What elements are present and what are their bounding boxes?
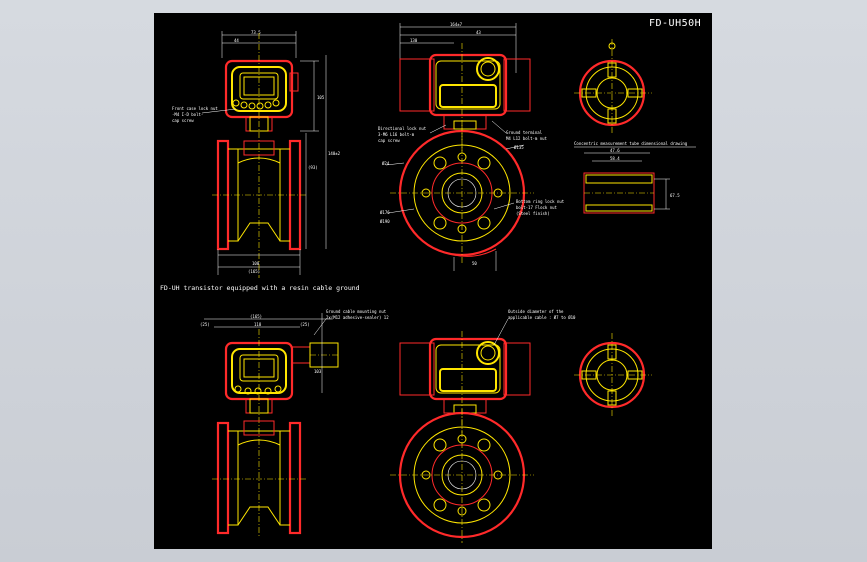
- annotation-text: applicable cable : Ø7 to Ø10: [508, 315, 576, 320]
- dim-label: 67.5: [670, 193, 680, 198]
- annotation-text: Outside diameter of the: [508, 309, 564, 314]
- dim-label: 103: [314, 369, 322, 374]
- annotation-text: cap screw: [172, 118, 194, 123]
- dim-label: 105: [317, 95, 325, 100]
- annotation-text: M4 L12 bolt-m nut: [506, 136, 548, 141]
- cad-drawing-canvas[interactable]: FD-UH50H 73.5 44: [154, 13, 712, 549]
- dim-label: (165): [250, 314, 262, 319]
- dim-label: 140±2: [328, 151, 341, 156]
- annotation-text: cap screw: [378, 138, 400, 143]
- dim-label: 118: [254, 322, 262, 327]
- dim-label: Ø190: [380, 219, 390, 224]
- bottom-right-ring: [574, 333, 652, 417]
- dim-label: 47.6: [610, 148, 620, 153]
- dim-label: 100: [252, 261, 260, 266]
- annotation-text: 2x(M12 adhesive-sealer) 12: [326, 315, 389, 320]
- annotation-text: -M4 I-D bolt-: [172, 112, 203, 117]
- annotation-text: (Steel finish): [516, 211, 550, 216]
- section-note: FD-UH transistor equipped with a resin c…: [160, 284, 360, 292]
- annotation-text: Directional lock nut: [378, 126, 427, 131]
- annotation-text: Front case lock nut: [172, 106, 218, 111]
- dim-label: (93): [308, 165, 318, 170]
- dim-label: (25): [200, 322, 210, 327]
- dim-label: 73.5: [251, 30, 261, 35]
- drawing-title: FD-UH50H: [649, 18, 701, 29]
- annotation-text: bolt-17 Flock nut: [516, 205, 558, 210]
- dim-label: 58.4: [610, 156, 620, 161]
- dim-label: Ø176: [380, 210, 390, 215]
- dim-label: Ø24: [382, 161, 390, 166]
- dim-label: (25): [300, 322, 310, 327]
- dim-label: (165): [248, 269, 260, 274]
- dim-label: Ø135: [514, 145, 524, 150]
- annotation-text: Bottom ring lock nut: [516, 199, 565, 204]
- annotation-text: Ground terminal: [506, 130, 543, 135]
- top-right-details: Concentric measurement tube dimensional …: [574, 39, 696, 214]
- annotation-text: 3-M6 L16 bolt-m: [378, 132, 415, 137]
- dim-label: 50: [472, 261, 477, 266]
- top-left-side-view: 73.5 44 105 140±2 (93): [172, 30, 341, 278]
- cad-drawing: FD-UH50H 73.5 44: [160, 18, 701, 543]
- bottom-middle-views: Outside diameter of the applicable cable…: [390, 309, 576, 543]
- bottom-left-side-view: (165) 118 (25) (25) 103 Ground cable mou…: [200, 309, 389, 538]
- annotation-text: Ground cable mounting nut: [326, 309, 387, 314]
- dim-label: 164±7: [450, 22, 463, 27]
- dim-label: 44: [234, 38, 239, 43]
- dim-label: 43: [476, 30, 481, 35]
- dim-label: 130: [410, 38, 418, 43]
- annotation-text: Concentric measurement tube dimensional …: [574, 141, 688, 146]
- top-middle-views: 164±7 130 43 50 Ø24: [378, 22, 565, 271]
